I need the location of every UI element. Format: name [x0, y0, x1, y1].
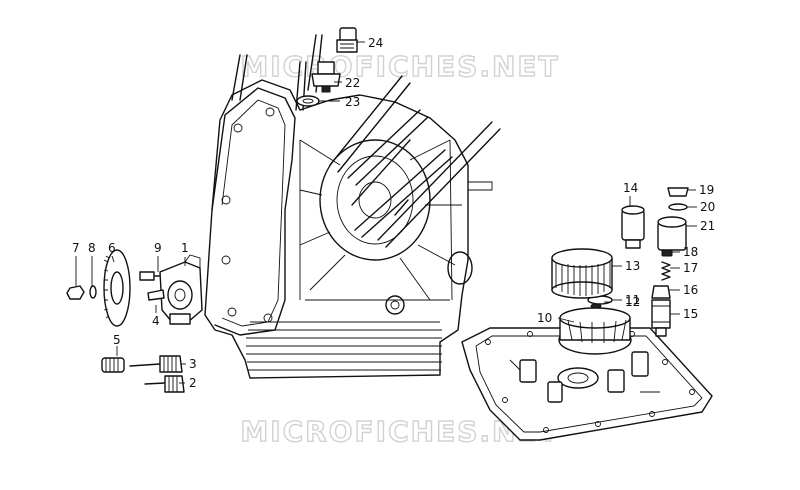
- part-17-spring: [661, 261, 671, 281]
- callout-23: 23: [345, 95, 360, 109]
- part-5-gear: [101, 357, 125, 373]
- part-8-washer: [89, 285, 97, 299]
- callout-21: 21: [700, 219, 715, 233]
- callout-14: 14: [623, 181, 638, 195]
- part-7-nut: [66, 285, 85, 300]
- leader-lines: [75, 41, 697, 384]
- part-1-oil-pump: [159, 254, 203, 325]
- callout-10: 10: [537, 311, 552, 325]
- callout-13: 13: [625, 259, 640, 273]
- callout-12: 12: [625, 295, 640, 309]
- callout-labels: 1 2 3 4 5 6 7 8 9 10 11 12 13 14 15 16 1…: [72, 36, 715, 390]
- callout-4: 4: [152, 314, 160, 328]
- part-24-sensor-cap: [336, 27, 358, 53]
- callout-2: 2: [189, 376, 197, 390]
- part-23-washer: [296, 95, 320, 107]
- part-6-sprocket: [103, 249, 131, 327]
- part-21-valve-housing: [657, 216, 687, 251]
- part-12-washer: [590, 303, 602, 309]
- callout-24: 24: [368, 36, 383, 50]
- part-22-pressure-switch: [311, 61, 341, 93]
- watermark-top: MICROFICHES.NET: [240, 50, 559, 83]
- callout-8: 8: [88, 241, 96, 255]
- part-20-washer: [668, 203, 688, 211]
- callout-15: 15: [683, 307, 698, 321]
- callout-3: 3: [189, 357, 197, 371]
- part-4-key: [147, 289, 165, 301]
- cylinder-studs: [231, 34, 501, 248]
- callout-7: 7: [72, 241, 80, 255]
- callout-19: 19: [699, 183, 714, 197]
- callout-5: 5: [113, 333, 121, 347]
- part-13-filter-cartridge: [551, 248, 613, 299]
- part-3-drive-gear: [129, 355, 183, 373]
- callout-22: 22: [345, 76, 360, 90]
- part-2-shaft: [144, 375, 185, 393]
- callout-18: 18: [683, 245, 698, 259]
- part-15-union: [651, 299, 671, 337]
- callout-6: 6: [108, 241, 116, 255]
- callout-20: 20: [700, 200, 715, 214]
- part-14-filter-element: [621, 205, 645, 249]
- crankcase: [204, 79, 493, 379]
- callout-9: 9: [154, 241, 162, 255]
- callout-11: 11: [625, 293, 640, 307]
- callout-16: 16: [683, 283, 698, 297]
- callout-17: 17: [683, 261, 698, 275]
- part-16-nut: [651, 285, 671, 299]
- part-10-oil-filter-screen: [558, 307, 632, 355]
- callout-1: 1: [181, 241, 189, 255]
- part-19-cap: [667, 187, 689, 197]
